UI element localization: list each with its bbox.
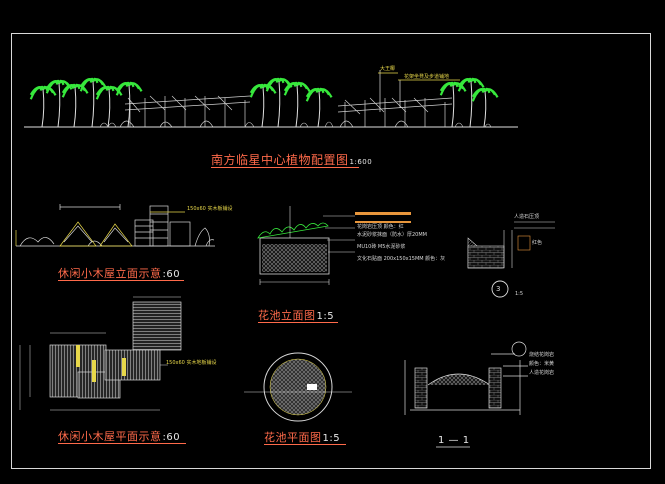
note-section-2: 颜色：米黄 (529, 361, 555, 367)
note-planter-1: 花岗岩压顶 颜色：红 (357, 224, 404, 230)
note-top-2: 花架坐凳及步道铺地 (404, 74, 450, 80)
cabin-elevation-underline (58, 280, 184, 281)
main-plan-title: 南方临星中心植物配置图1:600 (211, 151, 372, 168)
shrubs (99, 121, 492, 128)
cabin-elevation-title-text: 休闲小木屋立面示意 (58, 267, 162, 280)
planter-elevation-underline (258, 322, 338, 323)
cabin-plan-title: 休闲小木屋平面示意:60 (58, 428, 180, 444)
detail-scale: 1:5 (515, 291, 524, 297)
palm-tree (283, 81, 311, 128)
note-cabin-elevation: 150x60 实木板铺设 (187, 206, 233, 212)
drawing-frame (11, 33, 651, 469)
planter-elevation-scale: 1:5 (316, 311, 335, 322)
cabin-elevation-title: 休闲小木屋立面示意:60 (58, 265, 180, 281)
planter-plan-title-text: 花池平面图 (264, 431, 322, 444)
palm-group (29, 77, 499, 128)
palm-tree (45, 79, 73, 128)
note-section-1: 烧结花岗岩 (529, 352, 555, 358)
section-drawing (404, 341, 528, 448)
pergola-left (119, 95, 251, 128)
note-top-1: 大王椰 (380, 66, 396, 72)
palm-tree (61, 83, 89, 128)
palm-tree (439, 81, 467, 128)
planter-plan-drawing (244, 352, 352, 422)
cabin-elevation-scale: :60 (162, 269, 181, 280)
note-section-3: 人造花岗岩 (529, 370, 555, 376)
cabin-plan-drawing (19, 296, 182, 411)
planter-elevation-drawing (257, 206, 411, 285)
palm-tree (29, 85, 57, 128)
note-cabin-plan: 150x60 实木地板铺设 (166, 360, 217, 366)
note-planter-3: MU10砖 M5水泥砂浆 (357, 244, 406, 250)
cabin-elevation-drawing (15, 204, 215, 247)
note-planter-2: 水泥砂浆抹面（防水）厚20MM (357, 232, 427, 238)
detail-bubble-number: 3 (496, 285, 501, 293)
cabin-plan-underline (58, 443, 186, 444)
planter-plan-underline (264, 444, 346, 445)
planter-elevation-title: 花池立面图1:5 (258, 307, 334, 323)
palm-tree (471, 87, 499, 128)
main-plan-underline (211, 167, 359, 168)
planter-plan-scale: 1:5 (322, 433, 341, 444)
palm-tree (457, 77, 485, 128)
cabin-plan-scale: :60 (162, 432, 181, 443)
note-detail-2: 红色 (532, 240, 543, 246)
pergola-right (337, 70, 460, 128)
main-plan-title-text: 南方临星中心植物配置图 (211, 153, 349, 167)
planter-plan-title: 花池平面图1:5 (264, 429, 340, 445)
cabin-plan-title-text: 休闲小木屋平面示意 (58, 430, 162, 443)
note-detail-1: 人造石压顶 (514, 214, 540, 220)
palm-tree (249, 83, 277, 128)
main-plan-scale: 1:600 (349, 158, 373, 166)
palm-tree (305, 87, 333, 128)
edge-detail-drawing (467, 221, 555, 298)
palm-tree (115, 81, 143, 128)
palm-tree (95, 85, 123, 128)
landscape-elevation (24, 70, 518, 128)
section-title: 1 — 1 (438, 435, 470, 446)
planter-elevation-title-text: 花池立面图 (258, 309, 316, 322)
palm-tree (79, 77, 107, 128)
note-planter-4: 文化石贴面 200x150x15MM 颜色：灰 (357, 256, 446, 262)
